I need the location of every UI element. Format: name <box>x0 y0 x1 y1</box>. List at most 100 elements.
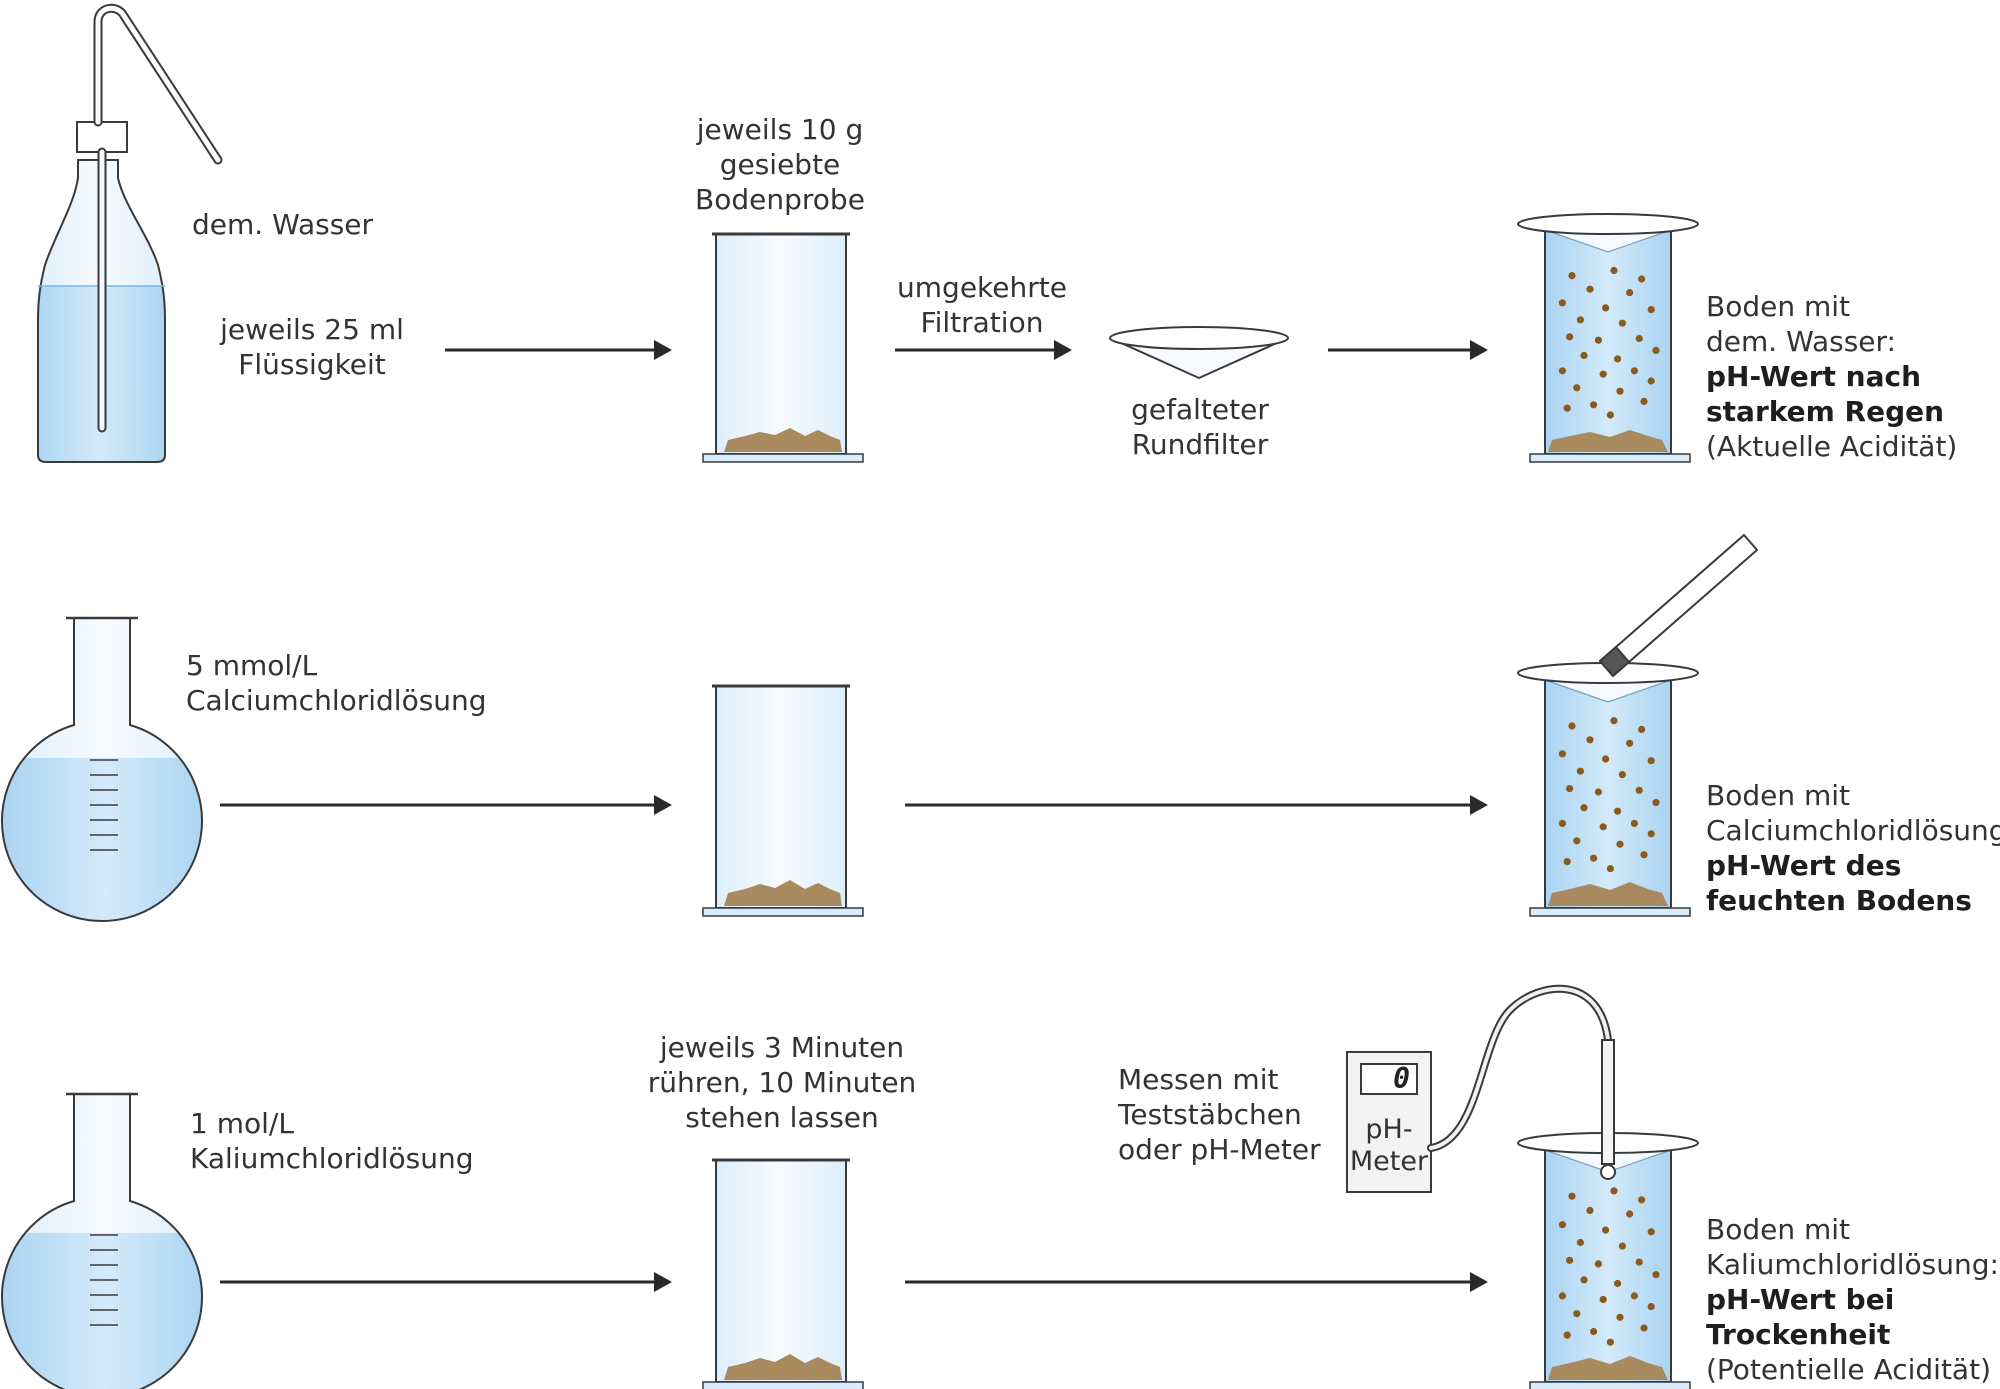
filtration-label-line2: Filtration <box>920 306 1044 339</box>
filtration-label: umgekehrte Filtration <box>884 270 1080 340</box>
arrow-row2-1 <box>220 795 672 815</box>
ph-meter-display: 0 <box>1393 1062 1410 1095</box>
result-label-row2: Boden mit Calciumchloridlösung: pH-Wert … <box>1706 778 2000 918</box>
soil-particle <box>1594 336 1602 344</box>
soil-particle <box>1563 858 1571 866</box>
result-label-row3: Boden mit Kaliumchloridlösung: pH-Wert b… <box>1706 1212 1999 1387</box>
soil-particle <box>1630 1292 1638 1300</box>
sample-label-line2: gesiebte <box>719 148 841 181</box>
soil-particle <box>1558 299 1566 307</box>
folded-filter <box>1109 326 1289 379</box>
soil-particle <box>1647 757 1655 765</box>
filter-label-line1: gefalteter <box>1131 393 1269 426</box>
soil-particle <box>1573 384 1581 392</box>
volume-label-line1: jeweils 25 ml <box>220 313 404 346</box>
soil-particle <box>1626 739 1634 747</box>
soil-particle <box>1580 804 1588 812</box>
soil-particle <box>1635 334 1643 343</box>
stir-line3: stehen lassen <box>685 1101 879 1134</box>
filter-label: gefalteter Rundfilter <box>1110 392 1290 462</box>
arrow-row1-1 <box>445 340 672 360</box>
soil-particle <box>1580 351 1588 360</box>
soil-particle <box>1616 840 1624 848</box>
beaker-row1 <box>702 232 864 463</box>
liquid-label-kcl: 1 mol/L Kaliumchloridlösung <box>190 1106 474 1176</box>
soil-particle <box>1573 1310 1581 1318</box>
stir-line1: jeweils 3 Minuten <box>659 1031 905 1064</box>
soil-particle <box>1563 1331 1571 1339</box>
soil-particle <box>1640 1324 1648 1332</box>
soil-particle <box>1566 785 1574 793</box>
kcl-line2: Kaliumchloridlösung <box>190 1142 474 1175</box>
soil-particle <box>1599 823 1607 831</box>
soil-particle <box>1566 1256 1574 1264</box>
liquid-label-cacl2: 5 mmol/L Calciumchloridlösung <box>186 648 487 718</box>
soil-particle <box>1606 411 1614 419</box>
cacl2-line2: Calciumchloridlösung <box>186 684 487 717</box>
kcl-line1: 1 mol/L <box>190 1107 294 1140</box>
soil-particle <box>1652 798 1660 807</box>
test-strip <box>1599 534 1758 677</box>
soil-particle <box>1614 1279 1622 1288</box>
soil-particle <box>1590 401 1598 409</box>
ph-electrode <box>1600 1039 1616 1180</box>
soil-particle <box>1647 377 1655 385</box>
result-row2-bold1: pH-Wert des <box>1706 849 1902 882</box>
soil-particle <box>1640 397 1648 405</box>
soil-particle <box>1586 1206 1594 1215</box>
liquid-label-water: dem. Wasser <box>192 208 374 241</box>
soil-particle <box>1568 1192 1576 1200</box>
sample-label-line3: Bodenprobe <box>695 183 865 216</box>
soil-particle <box>1626 1210 1634 1218</box>
soil-particle <box>1602 1226 1610 1234</box>
soil-particle <box>1616 1313 1624 1321</box>
result-label-row1: Boden mit dem. Wasser: pH-Wert nach star… <box>1706 289 1957 464</box>
soil-particle <box>1640 851 1648 859</box>
result-row1-line2: dem. Wasser: <box>1706 325 1896 358</box>
filtration-label-line1: umgekehrte <box>897 271 1067 304</box>
arrow-row1-2 <box>895 340 1072 360</box>
result-beaker-row2 <box>1517 662 1699 917</box>
result-row2-bold2: feuchten Bodens <box>1706 884 1972 917</box>
stir-line2: rühren, 10 Minuten <box>647 1066 917 1099</box>
result-row3-line2: Kaliumchloridlösung: <box>1706 1248 1999 1281</box>
result-row1-bold1: pH-Wert nach <box>1706 360 1922 393</box>
soil-particle <box>1638 725 1646 734</box>
measure-line3: oder pH-Meter <box>1118 1133 1321 1166</box>
soil-particle <box>1635 786 1643 794</box>
soil-particle <box>1610 266 1618 275</box>
ph-meter <box>1346 1051 1432 1193</box>
soil-particles <box>1558 266 1660 1346</box>
soil-particle <box>1614 807 1622 815</box>
soil-particle <box>1590 1327 1598 1336</box>
result-row3-line1: Boden mit <box>1706 1213 1851 1246</box>
soil-particle <box>1635 1258 1643 1266</box>
result-beaker-row1 <box>1517 213 1699 463</box>
round-flask-row2 <box>1 616 203 922</box>
soil-particle <box>1563 404 1571 412</box>
soil-particle <box>1616 387 1624 395</box>
ph-meter-label: pH- Meter <box>1348 1114 1430 1178</box>
soil-particle <box>1626 289 1634 297</box>
soil-particle <box>1602 755 1610 763</box>
result-row3-bold1: pH-Wert bei <box>1706 1283 1895 1316</box>
soil-particle <box>1647 1228 1655 1236</box>
soil-particle <box>1594 788 1602 796</box>
soil-particle <box>1558 819 1566 828</box>
soil-particle <box>1630 819 1638 828</box>
soil-particle <box>1606 1338 1614 1346</box>
measure-label: Messen mit Teststäbchen oder pH-Meter <box>1118 1062 1321 1167</box>
soil-particle <box>1606 865 1614 873</box>
soil-particle <box>1618 1242 1626 1250</box>
sample-label: jeweils 10 g gesiebte Bodenprobe <box>680 112 880 217</box>
result-row1-note: (Aktuelle Acidität) <box>1706 430 1958 463</box>
result-row1-bold2: starkem Regen <box>1706 395 1945 428</box>
soil-particle <box>1599 1295 1607 1304</box>
soil-particle <box>1647 830 1655 838</box>
soil-particle <box>1573 837 1581 845</box>
arrow-row1-3 <box>1328 340 1488 360</box>
soil-particle <box>1568 722 1576 730</box>
soil-particle <box>1652 346 1660 354</box>
soil-particle <box>1647 306 1655 314</box>
